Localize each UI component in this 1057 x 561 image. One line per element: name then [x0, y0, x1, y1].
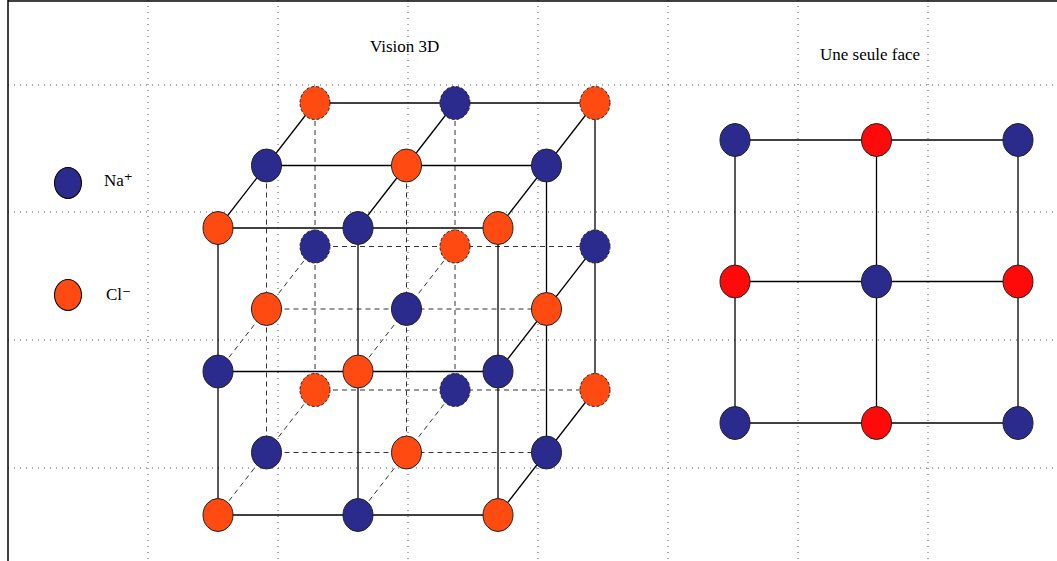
grid-line — [8, 340, 1057, 341]
sodium-ion — [203, 355, 233, 388]
view-title: Vision 3D — [370, 38, 439, 57]
chloride-ion — [300, 374, 330, 407]
chloride-ion — [203, 499, 233, 532]
sodium-ion — [1003, 407, 1033, 440]
grid-line — [408, 0, 409, 561]
chloride-ion — [1003, 265, 1033, 298]
sodium-ion — [343, 499, 373, 532]
sodium-ion — [440, 374, 470, 407]
chloride-ion — [300, 87, 330, 120]
legend-label: Cl⁻ — [106, 284, 131, 305]
chloride-ion — [252, 293, 282, 326]
sodium-ion — [580, 230, 610, 263]
single-face — [720, 124, 1033, 440]
cube-edge — [218, 247, 315, 372]
chloride-ion — [580, 374, 610, 407]
grid-line — [928, 0, 929, 561]
chloride-ion — [483, 212, 513, 245]
frame-border — [7, 0, 9, 561]
sodium-ion — [252, 149, 282, 182]
chloride-ion — [203, 212, 233, 245]
chloride-ion — [440, 230, 470, 263]
sodium-ion — [1003, 124, 1033, 157]
sodium-ion — [720, 407, 750, 440]
sodium-ion — [392, 293, 422, 326]
chloride-ion — [862, 407, 892, 440]
cube-edge — [218, 390, 315, 515]
sodium-ion — [720, 124, 750, 157]
chloride-ion — [862, 124, 892, 157]
chloride-ion — [580, 87, 610, 120]
sodium-ion — [483, 355, 513, 388]
grid-line — [278, 0, 279, 561]
sodium-ion — [252, 436, 282, 469]
grid-line — [8, 212, 1057, 213]
cube-ions — [203, 87, 610, 532]
frame-border — [8, 0, 1057, 2]
grid-line — [8, 468, 1057, 469]
cube-edge — [498, 390, 595, 515]
chloride-ion — [532, 293, 562, 326]
grid-line — [668, 0, 669, 561]
cube-edges — [218, 103, 595, 515]
view-title: Une seule face — [820, 46, 920, 65]
sodium-ion — [862, 265, 892, 298]
grid-line — [8, 85, 1057, 86]
cube-edge — [498, 247, 595, 372]
cube-edge — [358, 103, 455, 228]
chloride-ion — [343, 355, 373, 388]
chloride-ion — [720, 265, 750, 298]
chloride-ion — [392, 149, 422, 182]
legend-swatch — [54, 167, 82, 199]
grid-line — [538, 0, 539, 561]
grid-line — [148, 0, 149, 561]
grid-line — [798, 0, 799, 561]
sodium-ion — [343, 212, 373, 245]
cube-edge — [358, 247, 455, 372]
legend-label: Na⁺ — [104, 170, 133, 191]
legend-swatch — [54, 279, 82, 311]
dotted-grid — [8, 0, 1057, 561]
sodium-ion — [300, 230, 330, 263]
sodium-ion — [532, 149, 562, 182]
sodium-ion — [440, 87, 470, 120]
chloride-ion — [392, 436, 422, 469]
chloride-ion — [483, 499, 513, 532]
sodium-ion — [532, 436, 562, 469]
